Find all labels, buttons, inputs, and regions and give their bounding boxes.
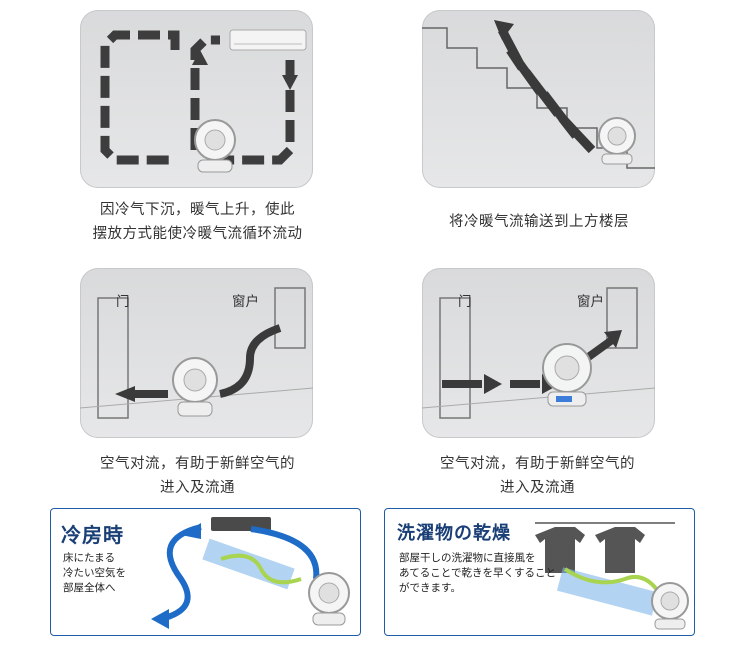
laundry-illustration bbox=[535, 522, 689, 630]
description-line: 部屋全体へ bbox=[63, 582, 116, 594]
fan-icon bbox=[308, 572, 350, 626]
caption-line: 摆放方式能使冷暖气流循环流动 bbox=[92, 226, 303, 242]
laundry-title: 洗濯物の乾燥 bbox=[397, 523, 511, 544]
caption-line: 因冷气下沉，暖气上升，使此 bbox=[100, 202, 295, 218]
caption-line: 将冷暖气流输送到上方楼层 bbox=[449, 214, 629, 230]
ventilation-caption-1: 空气对流，有助于新鲜空气的 进入及流通 bbox=[60, 452, 335, 500]
ventilation-panel-2: 门 窗户 bbox=[422, 268, 655, 438]
caption-line: 进入及流通 bbox=[160, 480, 235, 496]
fan-icon bbox=[172, 357, 218, 417]
description-line: 冷たい空気を bbox=[63, 567, 126, 579]
fan-icon bbox=[194, 119, 236, 173]
window-label: 窗户 bbox=[232, 294, 259, 310]
circulation-illustration bbox=[100, 29, 307, 173]
stairs-panel bbox=[422, 10, 655, 188]
cooling-title: 冷房時 bbox=[61, 523, 124, 547]
door-label: 门 bbox=[116, 294, 130, 310]
fan-icon bbox=[542, 343, 592, 407]
laundry-box: 洗濯物の乾燥 部屋干しの洗濯物に直接風を あてることで乾きを早くすること ができ… bbox=[384, 508, 695, 636]
room-illustration bbox=[422, 287, 655, 419]
cooling-description: 床にたまる 冷たい空気を 部屋全体へ bbox=[63, 551, 126, 596]
caption-line: 空气对流，有助于新鲜空气的 bbox=[440, 456, 635, 472]
stairs-caption: 将冷暖气流输送到上方楼层 bbox=[410, 210, 668, 234]
loop-arrows bbox=[100, 30, 295, 165]
window-label: 窗户 bbox=[577, 294, 604, 310]
ventilation-caption-2: 空气对流，有助于新鲜空气的 进入及流通 bbox=[400, 452, 675, 500]
fan-icon bbox=[598, 117, 636, 165]
stairs-illustration bbox=[422, 20, 655, 169]
description-line: 部屋干しの洗濯物に直接風を bbox=[399, 552, 536, 564]
circulation-panel bbox=[80, 10, 313, 188]
laundry-description: 部屋干しの洗濯物に直接風を あてることで乾きを早くすること ができます。 bbox=[399, 551, 556, 596]
cooling-box: 冷房時 床にたまる 冷たい空気を 部屋全体へ bbox=[50, 508, 361, 636]
caption-line: 进入及流通 bbox=[500, 480, 575, 496]
circulation-caption: 因冷气下沉，暖气上升，使此 摆放方式能使冷暖气流循环流动 bbox=[60, 198, 335, 246]
caption-line: 空气对流，有助于新鲜空气的 bbox=[100, 456, 295, 472]
description-line: 床にたまる bbox=[63, 552, 116, 564]
description-line: ができます。 bbox=[399, 582, 461, 594]
cooling-illustration bbox=[151, 517, 350, 629]
ventilation-panel-1: 门 窗户 bbox=[80, 268, 313, 438]
fan-icon bbox=[651, 582, 689, 630]
door-label: 门 bbox=[458, 294, 472, 310]
room-illustration bbox=[80, 287, 313, 419]
description-line: あてることで乾きを早くすること bbox=[399, 567, 556, 579]
